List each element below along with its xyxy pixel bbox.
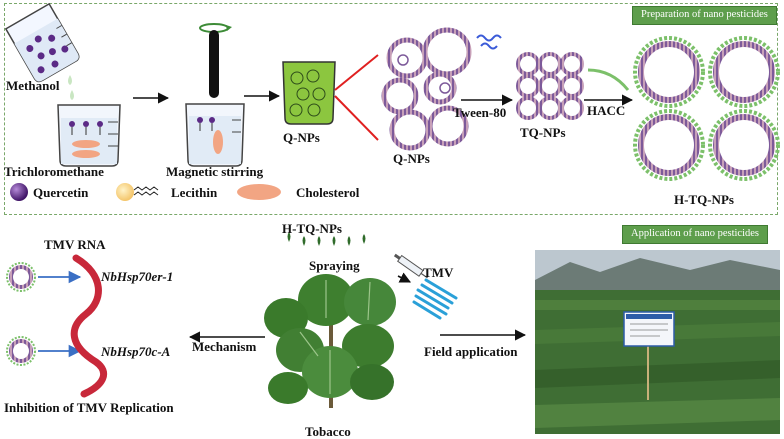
gene1-label: NbHsp70er-1 <box>101 269 174 284</box>
tobacco-plant-icon <box>264 274 396 408</box>
tobacco-label: Tobacco <box>305 424 351 439</box>
quercetin-label: Quercetin <box>33 185 89 200</box>
hacc-label: HACC <box>587 103 626 118</box>
spraying-label: Spraying <box>309 258 360 273</box>
qnps-beaker-label: Q-NPs <box>283 130 320 145</box>
htqnps-label: H-TQ-NPs <box>674 192 734 207</box>
spray-htqnps-label: H-TQ-NPs <box>282 221 342 236</box>
stir-rod-icon <box>209 30 219 98</box>
hacc-icon <box>587 68 630 91</box>
application-tag: Application of nano pesticides <box>622 225 769 244</box>
preparation-panel <box>4 3 778 215</box>
gene2-label: NbHsp70c-A <box>101 344 171 359</box>
tqnps-label: TQ-NPs <box>520 125 566 140</box>
vesicle-left-icon <box>6 262 36 366</box>
qnps-beaker-icon <box>282 61 336 125</box>
tmv-label: TMV <box>423 265 454 280</box>
methanol-beaker-icon <box>4 2 80 83</box>
lecithin-label: Lecithin <box>171 185 218 200</box>
tmv-rods-icon <box>412 278 458 320</box>
spray-drops-icon <box>287 232 366 246</box>
rna-strand-icon <box>70 254 108 398</box>
cholesterol-label: Cholesterol <box>296 185 360 200</box>
cholesterol-icon <box>237 184 281 200</box>
field-application-label: Field application <box>424 344 518 359</box>
preparation-tag: Preparation of nano pesticides <box>632 6 777 25</box>
quercetin-icon <box>10 183 28 201</box>
tween-icon <box>476 34 502 50</box>
tmv-rna-label: TMV RNA <box>44 237 106 252</box>
mechanism-label: Mechanism <box>192 339 257 354</box>
inhibition-label: Inhibition of TMV Replication <box>4 400 174 415</box>
tqnps-grid-icon <box>516 52 584 120</box>
magnetic-stirring-label: Magnetic stirring <box>166 164 264 179</box>
trichloromethane-label: Trichloromethane <box>4 164 104 179</box>
trichloromethane-beaker-icon <box>57 104 121 167</box>
field-photo <box>535 250 780 434</box>
lecithin-tail-icon <box>133 186 159 196</box>
tween-label: Tween-80 <box>453 105 507 120</box>
stirring-beaker-icon <box>185 103 245 167</box>
qnps-label: Q-NPs <box>393 151 430 166</box>
qnps-vesicles-icon <box>381 27 472 151</box>
drop-icon <box>68 75 74 100</box>
lecithin-icon <box>116 183 134 201</box>
methanol-label: Methanol <box>6 78 60 93</box>
htqnps-icon <box>633 36 780 181</box>
syringe-icon <box>393 253 428 279</box>
